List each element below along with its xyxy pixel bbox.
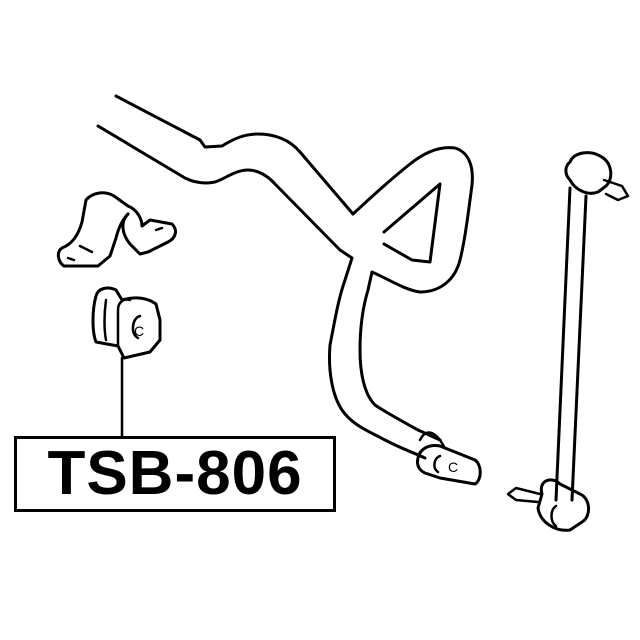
- bracket: [56, 191, 177, 268]
- bar-end-bushing: [416, 431, 482, 486]
- bushing: [91, 286, 162, 360]
- bushing-letter-c: C: [448, 459, 458, 475]
- bushing-letter-c-main: C: [134, 323, 144, 339]
- part-number-text: TSB-806: [47, 439, 303, 508]
- stabilizer-link: [506, 151, 630, 532]
- part-number-label: TSB-806: [14, 436, 336, 512]
- stabilizer-bar: [96, 94, 474, 460]
